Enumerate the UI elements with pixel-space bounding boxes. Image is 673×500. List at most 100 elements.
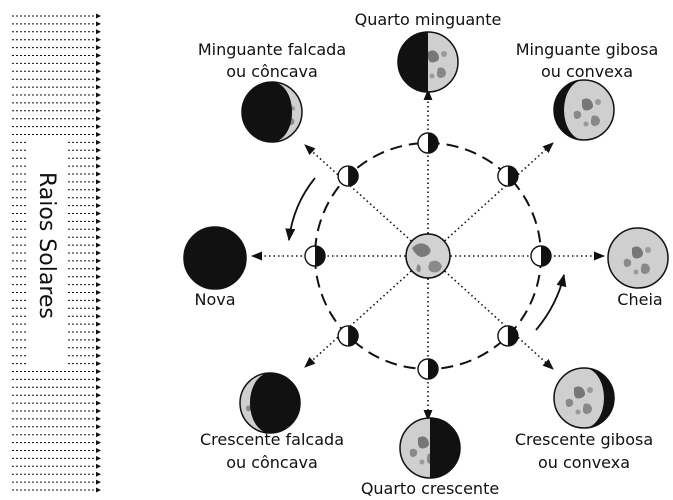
sun-ray-arrowhead	[96, 124, 101, 130]
sun-ray-arrowhead	[96, 108, 101, 114]
sun-ray-arrowhead	[96, 60, 101, 66]
moon-nova	[183, 226, 247, 290]
sun-ray-arrowhead	[96, 13, 101, 19]
sun-ray-arrowhead	[96, 37, 101, 43]
sun-rays	[12, 13, 101, 493]
label-quarto-minguante: Quarto minguante	[355, 10, 502, 29]
label-minguante-falcada-1: Minguante falcada	[198, 40, 346, 59]
sun-ray-arrowhead	[96, 329, 101, 335]
moon-quarto-crescente	[399, 417, 461, 479]
sun-ray-arrowhead	[96, 361, 101, 367]
sun-rays-label-box	[28, 140, 68, 370]
sun-ray-arrowhead	[96, 171, 101, 177]
label-nova: Nova	[194, 290, 235, 309]
moon-cheia	[607, 227, 669, 289]
sun-ray-arrowhead	[96, 211, 101, 216]
sun-ray-arrowhead	[96, 76, 101, 82]
sun-ray-arrowhead	[96, 155, 101, 161]
moon-crescente-gibosa	[553, 367, 615, 429]
sun-ray-arrowhead	[96, 147, 101, 153]
sun-ray-arrowhead	[96, 266, 101, 272]
arrow-to-minguante-gibosa	[427, 142, 554, 257]
arrow-to-minguante-falcada	[304, 144, 429, 257]
orbit-moon	[497, 325, 519, 347]
sun-ray-arrowhead	[96, 187, 101, 193]
label-crescente-gibosa-2: ou convexa	[538, 453, 630, 472]
sun-ray-arrowhead	[96, 345, 101, 351]
sun-ray-arrowhead	[96, 116, 101, 122]
label-crescente-falcada-1: Crescente falcada	[200, 430, 344, 449]
sun-ray-arrowhead	[96, 408, 101, 414]
sun-rays-label: Raios Solares	[34, 172, 59, 319]
sun-ray-arrowhead	[96, 424, 101, 430]
orbit-moon	[530, 245, 552, 267]
sun-ray-arrowhead	[96, 448, 101, 453]
sun-ray-arrowhead	[96, 282, 101, 288]
sun-ray-arrowhead	[96, 369, 101, 374]
sun-ray-arrowhead	[96, 392, 101, 398]
arrow-to-crescente-falcada	[304, 255, 429, 368]
sun-ray-arrowhead	[96, 416, 101, 422]
sun-ray-arrowhead	[96, 179, 101, 185]
sun-ray-arrowhead	[96, 21, 101, 27]
sun-ray-arrowhead	[96, 195, 101, 201]
sun-ray-arrowhead	[96, 479, 101, 485]
moon-minguante-gibosa	[553, 79, 615, 141]
sun-ray-arrowhead	[96, 163, 101, 169]
sun-ray-arrowhead	[96, 226, 101, 232]
sun-ray-arrowhead	[96, 139, 101, 145]
sun-ray-arrowhead	[96, 440, 101, 446]
orbit-moon	[497, 165, 519, 187]
orbit-moon	[337, 325, 359, 347]
sun-ray-arrowhead	[96, 384, 101, 390]
sun-ray-arrowhead	[96, 242, 101, 248]
sun-ray-arrowhead	[96, 290, 101, 295]
sun-ray-arrowhead	[96, 455, 101, 461]
sun-ray-arrowhead	[96, 487, 101, 493]
label-minguante-falcada-2: ou côncava	[226, 62, 318, 81]
sun-ray-arrowhead	[96, 471, 101, 477]
sun-ray-arrowhead	[96, 353, 101, 359]
radial-arrows	[250, 88, 606, 422]
sun-ray-arrowhead	[96, 400, 101, 406]
earth	[405, 233, 451, 279]
sun-ray-arrowhead	[96, 432, 101, 438]
label-cheia: Cheia	[617, 290, 662, 309]
moon-quarto-minguante	[397, 31, 459, 93]
label-quarto-crescente: Quarto crescente	[361, 479, 499, 498]
sun-ray-arrowhead	[96, 218, 101, 224]
sun-ray-arrowhead	[96, 305, 101, 311]
orbit-moons	[304, 132, 552, 380]
sun-ray-arrowhead	[96, 376, 101, 382]
label-minguante-gibosa-1: Minguante gibosa	[516, 40, 659, 59]
sun-ray-arrowhead	[96, 337, 101, 343]
sun-ray-arrowhead	[96, 258, 101, 264]
sun-ray-arrowhead	[96, 274, 101, 280]
moon-crescente-falcada	[239, 372, 301, 434]
sun-ray-arrowhead	[96, 321, 101, 327]
sun-ray-arrowhead	[96, 132, 101, 137]
sun-ray-arrowhead	[96, 45, 101, 51]
sun-ray-arrowhead	[96, 297, 101, 303]
sun-ray-arrowhead	[96, 463, 101, 469]
sun-ray-arrowhead	[96, 29, 101, 35]
label-crescente-gibosa-1: Crescente gibosa	[515, 430, 653, 449]
orbit-direction-arrow-left	[285, 177, 316, 242]
sun-ray-arrowhead	[96, 53, 101, 58]
sun-ray-arrowhead	[96, 100, 101, 106]
moon-minguante-falcada	[241, 81, 303, 143]
orbit-moon	[417, 132, 439, 154]
orbit-direction-arrow-right	[535, 273, 567, 331]
sun-ray-arrowhead	[96, 234, 101, 240]
sun-ray-arrowhead	[96, 250, 101, 256]
sun-ray-arrowhead	[96, 68, 101, 74]
label-minguante-gibosa-2: ou convexa	[541, 62, 633, 81]
sun-ray-arrowhead	[96, 313, 101, 319]
label-crescente-falcada-2: ou côncava	[226, 453, 318, 472]
orbit-moon	[304, 245, 326, 267]
orbit-moon	[337, 165, 359, 187]
arrow-to-crescente-gibosa	[427, 255, 554, 370]
sun-ray-arrowhead	[96, 203, 101, 209]
orbit-moon	[417, 358, 439, 380]
